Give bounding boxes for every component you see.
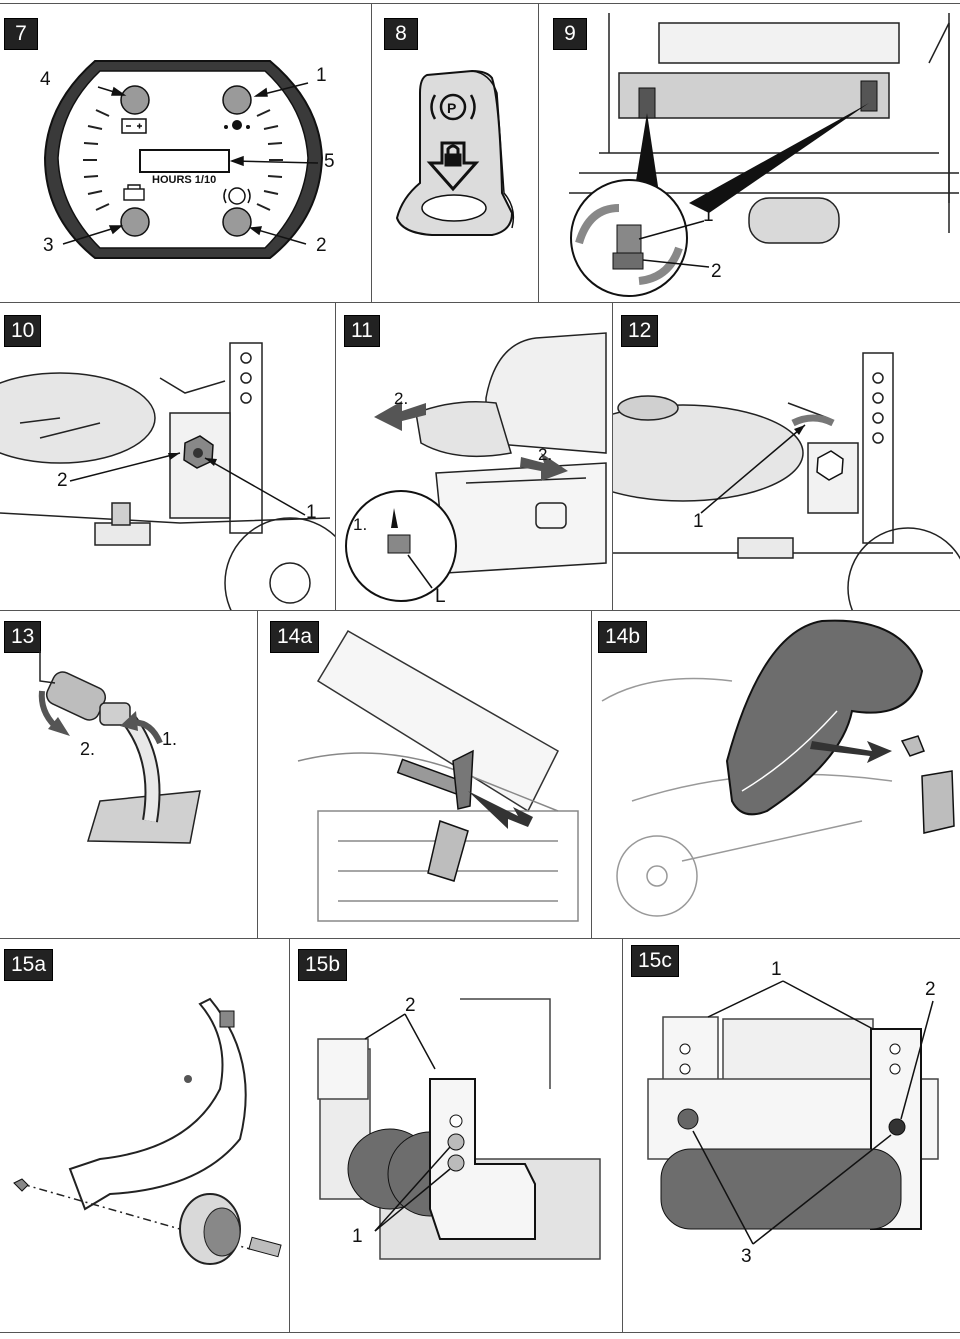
col-divider [289,938,290,1332]
figure-number: 15c [631,945,679,977]
spring-latch [396,749,474,882]
figure-number: 12 [621,315,659,347]
step-label: 2. [80,739,96,759]
engine-icon [123,184,145,201]
callout-1: 1 [352,1226,363,1247]
callout-2: 2 [57,470,68,491]
parking-brake-icon [430,93,476,121]
callout-1: 1 [316,65,327,86]
figure-7: 7 HOURS [0,3,371,302]
svg-text:P: P [447,100,456,116]
lock-down-icon [426,141,480,192]
figure-10: 10 2 1 [0,303,335,610]
col-divider [335,302,336,610]
col-divider [257,610,258,938]
figure-15a: 15a [0,939,289,1332]
engine-lamp [120,207,150,237]
roller-wheel-illustration [13,997,282,1265]
figure-13: 13 2. 1. [0,611,257,938]
figure-14a: 14a [258,611,591,938]
figure-number: 14b [598,621,648,653]
brake-pedal-illustration: P [395,69,515,236]
instrument-panel-illustration [43,60,324,259]
drain-hose-illustration [38,651,201,844]
discharge-chute-illustration [297,629,579,922]
figure-11: 11 2. 2. 1. L [336,303,612,610]
callout-2: 2 [711,261,722,282]
figure-8: 8 P [372,3,538,302]
row-divider-3 [0,938,960,939]
callout-2: 2 [316,235,327,256]
figure-number: 15b [298,949,348,981]
roller-bracket-illustration [647,980,939,1245]
step-label: 1. [353,515,368,534]
parking-brake-icon [223,187,251,205]
callout-1: 1 [703,205,714,226]
figure-9: 9 1 2 [539,3,960,302]
figure-number: 7 [4,18,38,50]
callout-1: 1 [693,511,704,532]
figure-number: 10 [4,315,42,347]
deck-lever-illustration [0,342,335,610]
callout-3: 3 [741,1246,752,1267]
step-label: 1. [162,729,178,749]
bottom-rule [0,1332,960,1333]
hour-display [139,149,230,173]
callout-l: L [435,586,446,607]
parking-brake-lamp [222,207,252,237]
row-divider-1 [0,302,960,303]
chute-cover-illustration [601,619,955,917]
figure-number: 11 [344,315,380,347]
figure-15b: 15b 2 1 [290,939,622,1332]
callout-leaders [62,82,319,245]
col-divider [538,3,539,302]
oil-icon [224,120,250,130]
figure-14b: 14b [592,611,960,938]
figure-15c: 15c 1 2 3 [623,939,960,1332]
deck-lever-illustration [613,352,960,610]
col-divider [591,610,592,938]
callout-3: 3 [43,235,54,256]
figure-number: 8 [384,18,418,50]
figure-number: 14a [270,621,320,653]
callout-4: 4 [40,69,51,90]
col-divider [371,3,372,302]
step-label: 2. [394,389,409,408]
col-divider [622,938,623,1332]
callout-1: 1 [771,959,782,980]
hours-label: HOURS 1/10 [152,174,217,186]
seat-bracket-illustration [569,13,959,297]
figure-number: 9 [553,18,587,50]
callout-1: 1 [306,502,317,523]
row-divider-2 [0,610,960,611]
height-pin-illustration [317,998,601,1260]
seat-tilt-illustration [345,332,607,602]
callout-2: 2 [925,979,936,1000]
battery-icon [121,118,147,134]
callout-5: 5 [324,151,335,172]
figure-number: 15a [4,949,54,981]
figure-number: 13 [4,621,42,653]
oil-lamp [222,85,252,115]
figure-12: 12 1 [613,303,960,610]
top-rule [0,3,960,4]
gauge-ticks [83,109,283,211]
callout-2: 2 [405,995,416,1016]
battery-lamp [120,85,150,115]
step-label: 2. [538,445,553,464]
